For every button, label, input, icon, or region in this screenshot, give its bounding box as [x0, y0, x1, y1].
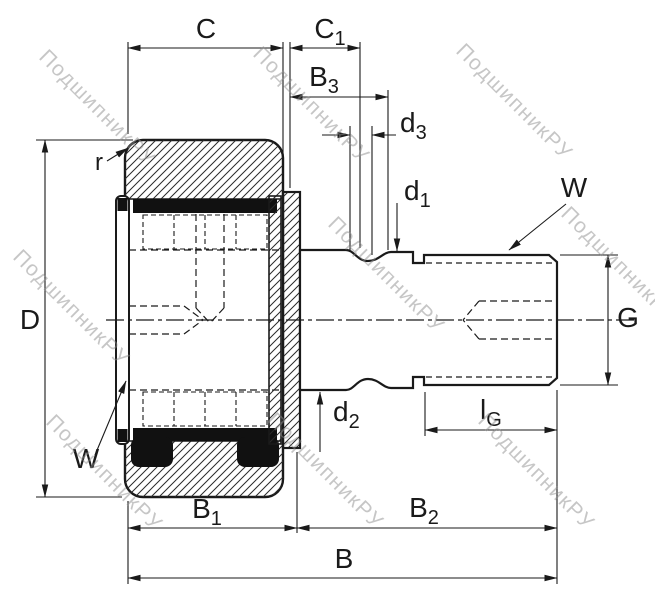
dim-label-B1: B1	[192, 493, 222, 530]
dim-label-G: G	[617, 302, 639, 333]
leader-r	[106, 147, 129, 162]
dim-label-W-right: W	[561, 172, 588, 203]
dim-label-C1: C1	[314, 13, 345, 50]
washer-retainer-top	[117, 198, 128, 211]
dim-label-B3: B3	[309, 61, 339, 98]
dim-label-lG: lG	[480, 394, 502, 431]
needle-rollers-top	[142, 214, 268, 250]
dim-label-C: C	[196, 13, 216, 44]
seal-left	[131, 437, 173, 467]
dim-label-d2: d2	[333, 396, 360, 433]
dim-label-B2: B2	[409, 492, 439, 529]
dim-label-W-left: W	[73, 443, 100, 474]
roller-group	[115, 138, 302, 499]
dim-label-d3: d3	[400, 107, 427, 144]
hex-socket	[462, 300, 555, 340]
watermark-text: ПодшипникРУ	[556, 202, 655, 327]
leader-W-right	[508, 203, 567, 251]
extension-lines	[36, 42, 618, 584]
dimension-labels: C C1 B3 d3 d1 r D W G d2 lG W B1 B2 B	[20, 13, 639, 574]
cage-band-bottom	[133, 428, 277, 441]
dim-label-B: B	[335, 543, 354, 574]
leader-W-left	[94, 380, 127, 456]
hatch-top	[125, 140, 283, 199]
dim-label-d1: d1	[404, 175, 431, 212]
washer-retainer-bottom	[117, 429, 128, 442]
needle-rollers-bottom	[142, 391, 268, 427]
watermark-text: ПодшипникРУ	[451, 39, 576, 164]
cage-band-top	[133, 199, 277, 213]
dim-label-r: r	[95, 149, 103, 176]
dim-label-D: D	[20, 304, 40, 335]
watermark-text: ПодшипникРУ	[473, 409, 598, 534]
dimension-lines	[41, 44, 612, 582]
